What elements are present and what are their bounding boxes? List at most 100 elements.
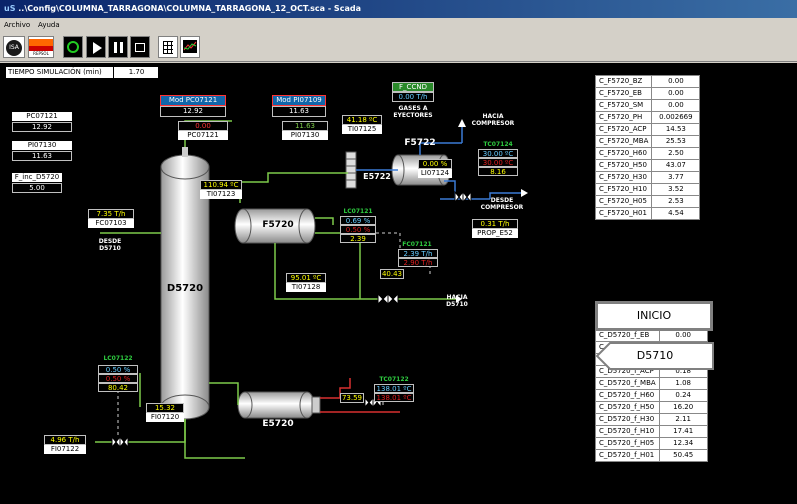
- fi07120-value: 15.32: [146, 403, 184, 413]
- drum-f5720[interactable]: [234, 208, 316, 244]
- comp-value: 0.00: [651, 75, 701, 88]
- toolbar: ISA REPSOL: [0, 32, 797, 62]
- comp-name: C_F5720_PH: [594, 111, 653, 124]
- pc07121-label: PC07121: [12, 112, 72, 121]
- pc07121-value[interactable]: 12.92: [12, 122, 72, 132]
- comp-name: C_D5720_f_H05: [595, 437, 660, 450]
- lc07121-sp[interactable]: 0.50 %: [340, 225, 376, 234]
- pi07130-out: 11.63: [282, 121, 328, 131]
- li07124-tag: LI07124: [418, 169, 452, 178]
- ti07128-tag: TI07128: [286, 283, 326, 292]
- table-icon[interactable]: [158, 36, 178, 58]
- finc-value[interactable]: 5.00: [12, 183, 62, 193]
- app-icon: uS: [4, 4, 19, 13]
- comp-value: 0.002669: [651, 111, 701, 124]
- mod-pc07121-label[interactable]: Mod PC07121: [160, 95, 226, 106]
- comp-name: C_D5720_f_H50: [595, 401, 660, 414]
- fc07121-sp[interactable]: 2.90 T/h: [398, 258, 438, 267]
- mod-pi07109-label[interactable]: Mod PI07109: [272, 95, 326, 106]
- lc07122-tag: LC07122: [103, 355, 133, 362]
- comp-name: C_F5720_ACP: [594, 123, 653, 136]
- tc07124-out: 8.16: [478, 167, 518, 176]
- record-icon[interactable]: [63, 36, 83, 58]
- mod-pi07109-value[interactable]: 11.63: [272, 106, 326, 117]
- comp-name: C_F5720_H10: [594, 183, 653, 196]
- condenser-e5722[interactable]: [345, 151, 357, 189]
- fi07122-value: 4.96 T/h: [44, 435, 86, 445]
- comp-name: C_F5720_SM: [594, 99, 653, 112]
- tc07122-sp[interactable]: 138.01 ºC: [374, 393, 414, 402]
- comp-value: 3.52: [651, 183, 701, 196]
- fc07121-out: 40.43: [380, 269, 404, 279]
- e5722-label: E5722: [363, 172, 391, 181]
- ti07123-value: 110.94 ºC: [200, 180, 242, 190]
- comp-value: 0.00: [651, 87, 701, 100]
- play-icon[interactable]: [86, 36, 106, 58]
- tc07124-sp[interactable]: 30.00 ºC: [478, 158, 518, 167]
- comp-name: C_F5720_H30: [594, 171, 653, 184]
- comp-name: C_D5720_f_EB: [595, 329, 660, 342]
- reboiler-e5720[interactable]: [237, 391, 321, 419]
- f5722-label: F5722: [404, 138, 436, 148]
- tc07122-out: 73.59: [340, 393, 364, 403]
- pause-icon[interactable]: [108, 36, 128, 58]
- fc07103-value[interactable]: 7.35 T/h: [88, 209, 134, 219]
- d5710-nav-button[interactable]: D5710: [596, 342, 714, 370]
- prop-e52-value[interactable]: 0.31 T/h: [472, 219, 518, 229]
- reset-icon[interactable]: [130, 36, 150, 58]
- tc07124-pv: 30.00 ºC: [478, 149, 518, 158]
- trend-icon[interactable]: [180, 36, 200, 58]
- fi07120-tag: FI07120: [146, 413, 184, 422]
- fi07122-tag: FI07122: [44, 445, 86, 454]
- comp-value: 4.54: [651, 207, 701, 220]
- sim-time-label: TIEMPO SIMULACIÓN (min): [8, 68, 102, 76]
- comp-name: C_D5720_f_MBA: [595, 377, 660, 390]
- lc07122-pv: 0.50 %: [98, 365, 138, 374]
- mod-pc07121-value[interactable]: 12.92: [160, 106, 226, 117]
- pi07130-value[interactable]: 11.63: [12, 151, 72, 161]
- comp-value: 2.53: [651, 195, 701, 208]
- sim-time-panel: TIEMPO SIMULACIÓN (min) 1.70: [5, 66, 159, 79]
- comp-name: C_F5720_MBA: [594, 135, 653, 148]
- comp-value: 0.00: [658, 329, 708, 342]
- repsol-logo: REPSOL: [28, 36, 54, 58]
- menu-archivo[interactable]: Archivo: [4, 21, 31, 29]
- comp-name: C_F5720_H01: [594, 207, 653, 220]
- comp-name: C_F5720_BZ: [594, 75, 653, 88]
- window-title-bar: uS ..\Config\COLUMNA_TARRAGONA\COLUMNA_T…: [0, 0, 797, 18]
- d5720-label: D5720: [166, 283, 204, 294]
- menu-ayuda[interactable]: Ayuda: [38, 21, 60, 29]
- pi07130-tag: PI07130: [282, 131, 328, 140]
- inicio-button[interactable]: INICIO: [595, 301, 713, 331]
- fc07121-tag: FC07121: [402, 241, 432, 248]
- ti07128-value: 95.01 ºC: [286, 273, 326, 283]
- lc07122-sp[interactable]: 0.50 %: [98, 374, 138, 383]
- comp-value: 50.45: [658, 449, 708, 462]
- li07124-value: 0.00 %: [418, 159, 452, 169]
- ti07125-value: 41.18 ºC: [342, 115, 382, 125]
- comp-value: 0.00: [651, 99, 701, 112]
- pc07121-tag: PC07121: [178, 131, 228, 140]
- window-title: ..\Config\COLUMNA_TARRAGONA\COLUMNA_TARR…: [18, 4, 361, 13]
- comp-value: 0.24: [658, 389, 708, 402]
- comp-name: C_D5720_f_H01: [595, 449, 660, 462]
- fccond-value[interactable]: 0.00 T/h: [392, 92, 434, 102]
- comp-value: 14.53: [651, 123, 701, 136]
